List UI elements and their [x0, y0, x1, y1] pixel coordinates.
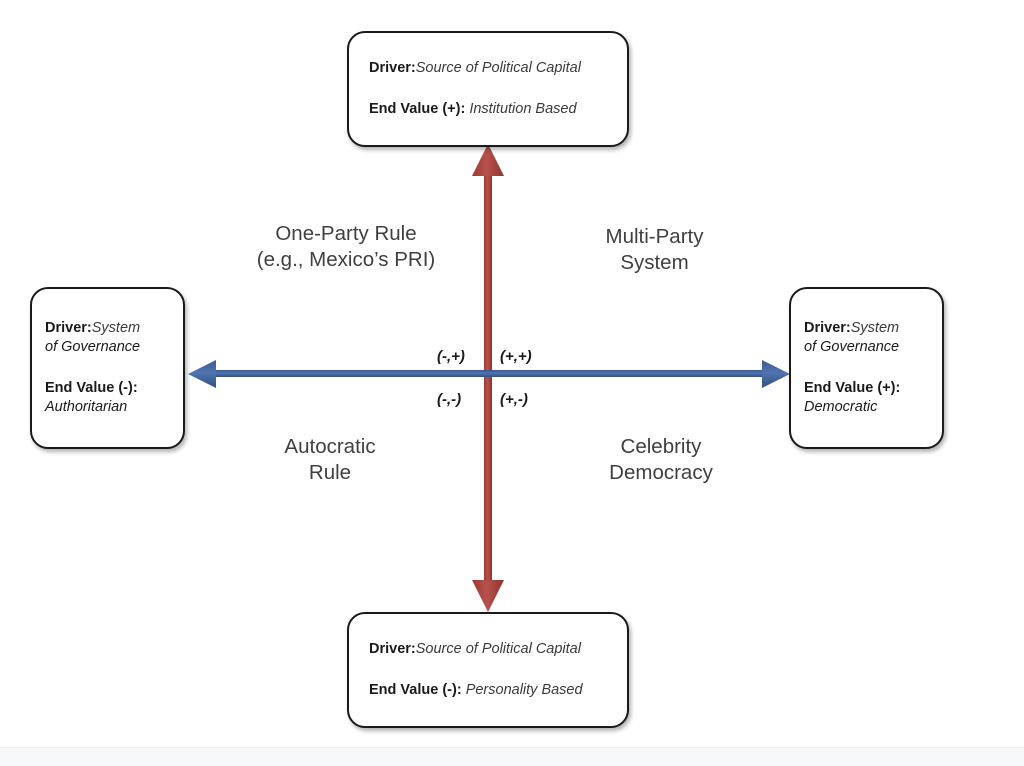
box-top-endvalue-line: End Value (+): Institution Based — [369, 100, 627, 119]
box-top-driver-line: Driver:Source of Political Capital — [369, 59, 627, 78]
box-right-endvalue-label: End Value (+): — [804, 380, 901, 396]
quadrant-lower-left-line2: Rule — [308, 461, 352, 485]
sign-label-upper-right: (+,+) — [500, 348, 532, 365]
quadrant-lower-right-line2: Democracy — [609, 461, 713, 485]
quadrant-upper-right-line1: Multi-Party — [605, 225, 704, 248]
box-left-endvalue-value: Authoritarian — [45, 399, 128, 416]
sign-label-lower-left: (-,-) — [437, 391, 462, 408]
quadrant-lower-left-line1: Autocratic — [284, 435, 376, 458]
driver-value: System — [850, 319, 900, 336]
end-value-value: Institution Based — [469, 101, 577, 117]
horizontal-axis-arrow — [186, 358, 792, 390]
quadrant-upper-left-line2: (e.g., Mexico’s PRI) — [256, 248, 436, 272]
spacer — [804, 357, 932, 379]
quadrant-label-lower-left: Autocratic Rule — [240, 434, 420, 486]
spacer — [369, 659, 627, 681]
box-bottom-endvalue-line: End Value (-): Personality Based — [369, 681, 627, 700]
quadrant-label-upper-right: Multi-Party System — [552, 224, 757, 276]
driver-label: Driver: — [804, 319, 851, 336]
box-right-endvalue-value: Democratic — [804, 399, 878, 416]
vertical-axis-arrow — [468, 142, 508, 614]
driver-label: Driver: — [369, 640, 416, 657]
quadrant-upper-right-line2: System — [620, 251, 689, 275]
box-system-of-governance-negative[interactable]: Driver:System of Governance End Value (-… — [30, 287, 185, 449]
spacer — [45, 357, 173, 379]
end-value-label: End Value (+): — [369, 101, 466, 117]
quadrant-upper-left-line1: One-Party Rule — [275, 222, 417, 245]
end-value-value: Personality Based — [465, 682, 583, 698]
end-value-label: End Value (-): — [369, 682, 462, 698]
box-system-of-governance-positive[interactable]: Driver:System of Governance End Value (+… — [789, 287, 944, 449]
sign-label-lower-right: (+,-) — [500, 391, 528, 408]
box-source-of-political-capital-positive[interactable]: Driver:Source of Political Capital End V… — [347, 31, 629, 147]
box-right-driver-line1: Driver:System — [804, 319, 932, 338]
page-edge-band — [0, 747, 1024, 766]
quadrant-lower-right-line1: Celebrity — [620, 435, 702, 458]
driver-value: Source of Political Capital — [415, 59, 581, 76]
box-left-endvalue-label: End Value (-): — [45, 380, 138, 396]
box-right-driver-line2: of Governance — [804, 338, 900, 355]
quadrant-label-upper-left: One-Party Rule (e.g., Mexico’s PRI) — [212, 221, 480, 273]
quadrant-label-lower-right: Celebrity Democracy — [566, 434, 756, 486]
driver-label: Driver: — [45, 319, 92, 336]
spacer — [369, 78, 627, 100]
sign-label-upper-left: (-,+) — [437, 348, 465, 365]
driver-label: Driver: — [369, 59, 416, 76]
box-left-driver-line1: Driver:System — [45, 319, 173, 338]
driver-value: Source of Political Capital — [415, 640, 581, 657]
driver-value: System — [91, 319, 141, 336]
box-source-of-political-capital-negative[interactable]: Driver:Source of Political Capital End V… — [347, 612, 629, 728]
box-left-driver-line2: of Governance — [45, 338, 141, 355]
box-bottom-driver-line: Driver:Source of Political Capital — [369, 640, 627, 659]
